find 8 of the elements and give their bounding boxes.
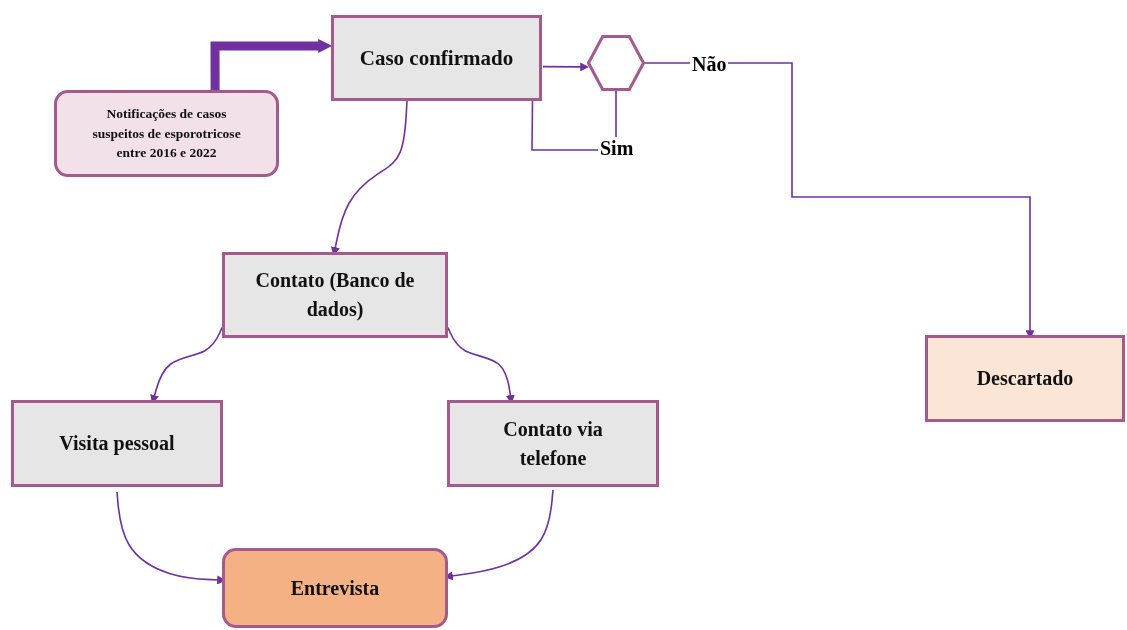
process-box: Visita pessoal — [11, 400, 223, 487]
end-box: Descartado — [925, 335, 1125, 422]
process-box: Caso confirmado — [331, 15, 542, 101]
process-box: Contato (Banco de dados) — [222, 252, 448, 338]
start-box: Notificações de casos suspeitos de esporotricose entre 2016 e 2022 — [54, 90, 279, 177]
process-box: Contato via telefone — [447, 400, 659, 487]
decision-hexagon — [587, 35, 645, 91]
end-box: Entrevista — [222, 548, 448, 628]
